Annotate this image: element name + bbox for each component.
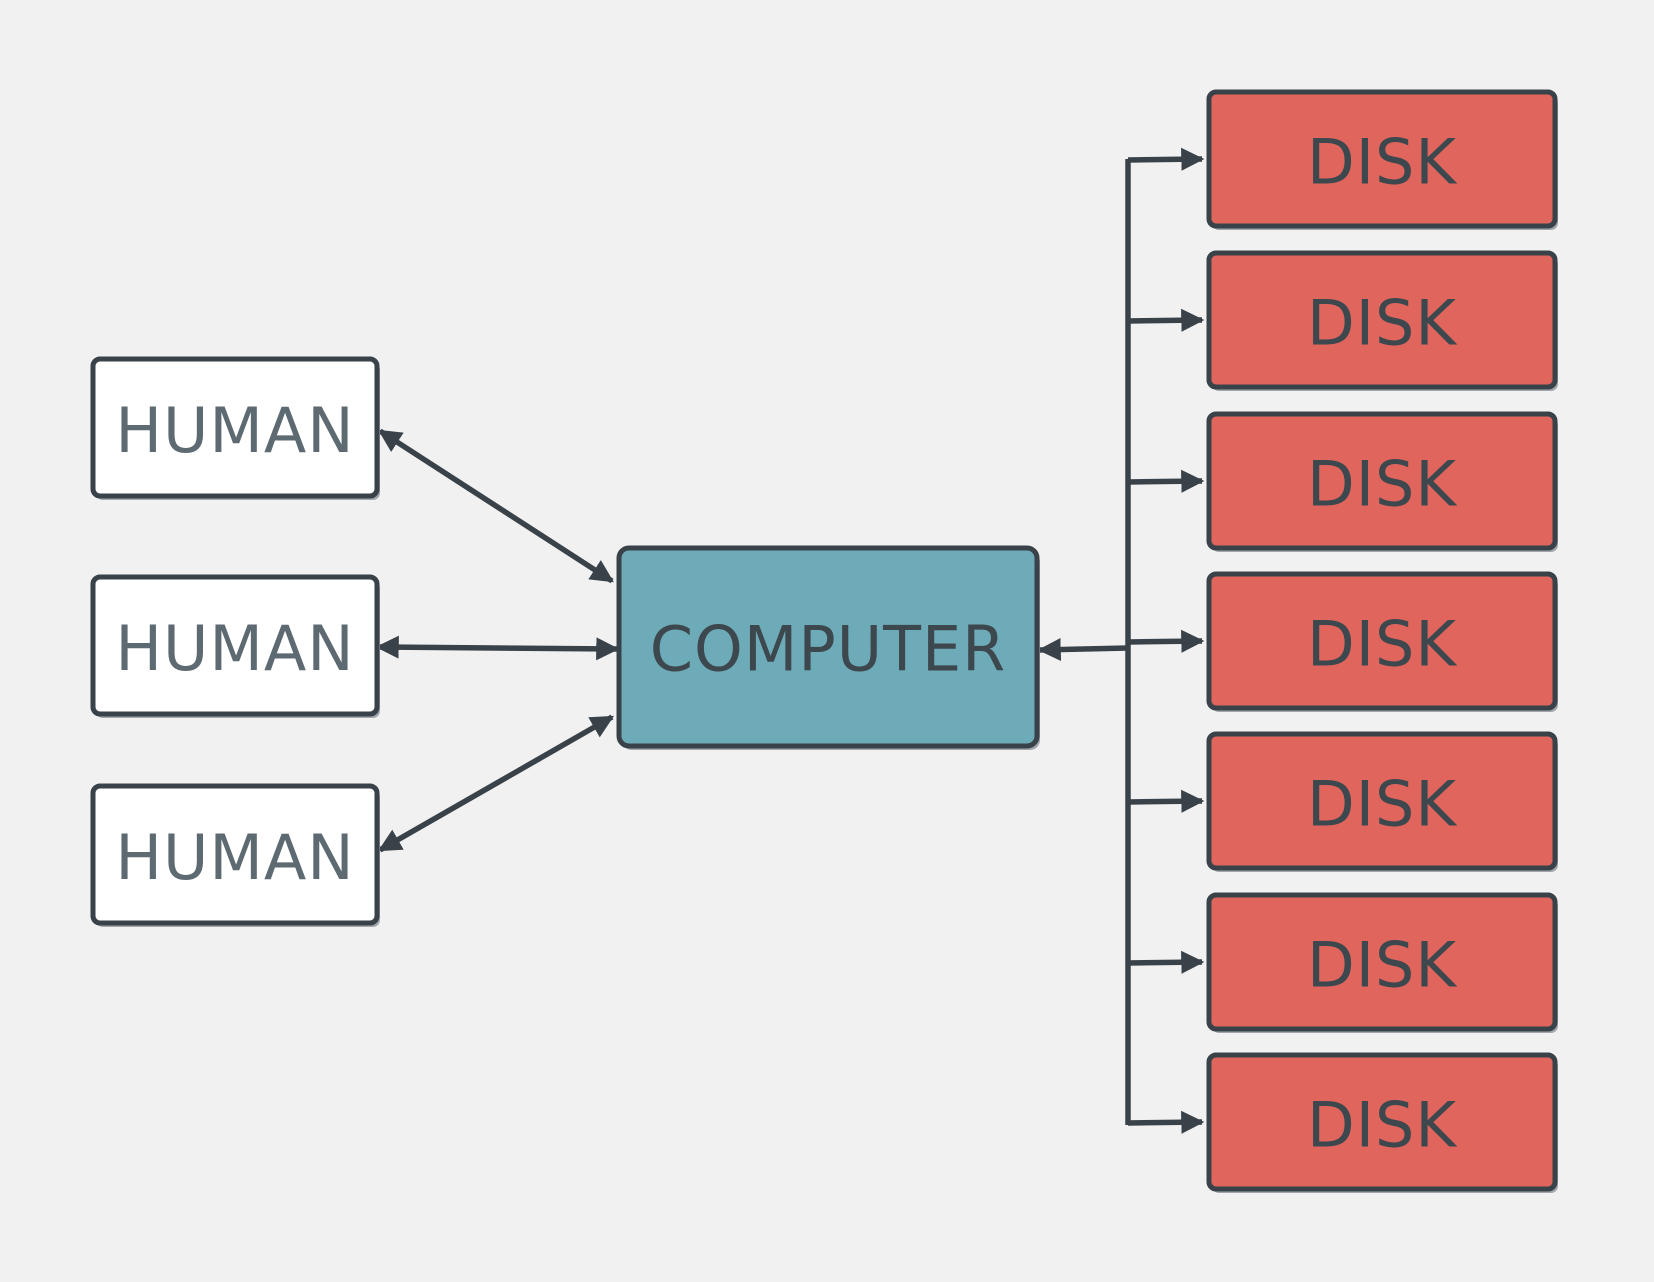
bus-branch-arrow (1127, 308, 1205, 332)
human-label: HUMAN (115, 821, 354, 894)
human-connectors (375, 428, 620, 853)
disk-label: DISK (1307, 287, 1457, 360)
disk-label: DISK (1307, 1089, 1457, 1162)
disk-label: DISK (1307, 929, 1457, 1002)
computer-node: COMPUTER (616, 545, 1040, 750)
disk-node: DISK (1206, 571, 1558, 712)
disk-box (1206, 1052, 1558, 1192)
human-node: HUMAN (90, 783, 380, 927)
human-node: HUMAN (90, 356, 380, 500)
disk-box (1206, 731, 1558, 871)
computer-box (616, 545, 1040, 749)
bus-branch-arrow (1127, 950, 1205, 974)
disk-box (1206, 892, 1558, 1032)
disk-nodes: DISK DISK DISK DISK DISK DISK DISK (1206, 89, 1558, 1193)
human-box (90, 574, 380, 717)
disk-box (1206, 250, 1558, 390)
bus-branch-arrow (1127, 469, 1205, 493)
bus-branch-arrow (1127, 1110, 1205, 1134)
disk-label: DISK (1307, 126, 1457, 199)
bus-branch-arrow (1127, 789, 1205, 813)
disk-label: DISK (1307, 768, 1457, 841)
human-label: HUMAN (115, 394, 354, 467)
bus-branch-arrow (1127, 629, 1205, 653)
disk-node: DISK (1206, 1052, 1558, 1193)
disk-node: DISK (1206, 731, 1558, 872)
human-label: HUMAN (115, 612, 354, 685)
disk-box (1206, 571, 1558, 711)
human-box (90, 783, 380, 926)
disk-bus (1037, 147, 1205, 1134)
human-nodes: HUMAN HUMAN HUMAN (90, 356, 380, 927)
computer-label: COMPUTER (650, 613, 1006, 686)
connector-computer-bus (1037, 637, 1129, 662)
human-box (90, 356, 380, 499)
disk-box (1206, 89, 1558, 229)
disk-node: DISK (1206, 89, 1558, 230)
disk-label: DISK (1307, 448, 1457, 521)
disk-box (1206, 411, 1558, 551)
disk-node: DISK (1206, 250, 1558, 391)
connector-human-2-computer (375, 635, 620, 661)
disk-label: DISK (1307, 608, 1457, 681)
disk-node: DISK (1206, 411, 1558, 552)
disk-node: DISK (1206, 892, 1558, 1033)
human-node: HUMAN (90, 574, 380, 718)
connector-human-1-computer (378, 428, 614, 584)
connector-human-3-computer (377, 714, 615, 853)
bus-branch-arrow (1127, 147, 1205, 171)
